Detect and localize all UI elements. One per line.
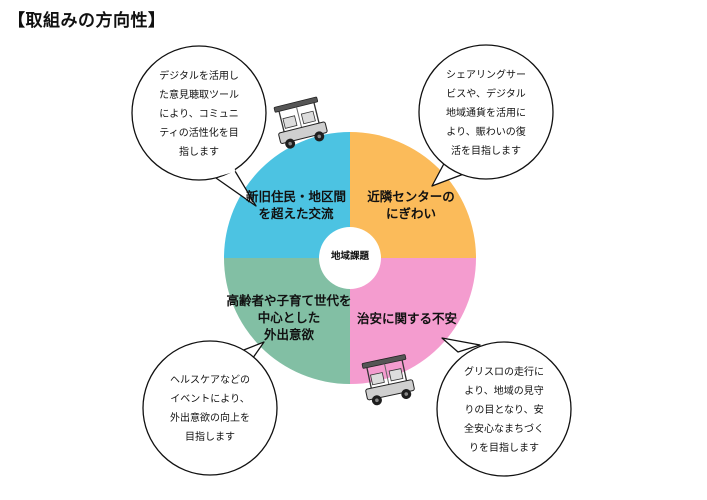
- quadrant-label-line: にぎわい: [385, 206, 436, 221]
- bubble-line: 全安心なまちづく: [464, 424, 544, 435]
- quadrant-label-bottom-right: 治安に関する不安: [352, 310, 462, 327]
- quadrant-label-line: を超えた交流: [258, 206, 334, 221]
- bubble-line: 目指します: [185, 432, 235, 443]
- quadrant-top-right: [350, 132, 476, 258]
- bubble-text-top-right: シェアリングサー ビスや、デジタル 地域通貨を活用に より、賑わいの復 活を目指…: [426, 66, 546, 161]
- quadrant-label-line: 高齢者や子育て世代を: [226, 293, 352, 308]
- bubble-line: グリスロの走行に: [464, 367, 544, 378]
- bubble-line: より、賑わいの復: [446, 127, 526, 138]
- speech-bubble-bottom-left: [142, 340, 278, 476]
- bubble-text-bottom-left: ヘルスケアなどの イベントにより、 外出意欲の向上を 目指します: [150, 371, 270, 447]
- bubble-line: 指します: [179, 147, 219, 158]
- bubble-line: イベントにより、: [170, 394, 250, 405]
- bubble-line: により、コミュニ: [159, 109, 239, 120]
- quadrant-top-left: [224, 132, 350, 258]
- bubble-line: た意見聴取ツール: [159, 90, 239, 101]
- quadrant-label-line: 新旧住民・地区間: [245, 189, 346, 204]
- bubble-line: 活を目指します: [451, 146, 521, 157]
- bubble-line: より、地域の見守: [464, 386, 544, 397]
- quadrant-label-bottom-left: 高齢者や子育て世代を 中心とした 外出意欲: [224, 292, 354, 343]
- page-title: 【取組みの方向性】: [8, 11, 166, 31]
- quadrant-label-line: 治安に関する不安: [356, 311, 457, 326]
- bubble-text-top-left: デジタルを活用し た意見聴取ツール により、コミュニ ティの活性化を目 指します: [139, 67, 259, 162]
- bubble-line: りの目となり、安: [464, 405, 544, 416]
- bubble-line: りを目指します: [469, 443, 539, 454]
- bubble-line: ティの活性化を目: [159, 128, 239, 139]
- bubble-text-bottom-right: グリスロの走行に より、地域の見守 りの目となり、安 全安心なまちづく りを目指…: [444, 363, 564, 458]
- bubble-line: 外出意欲の向上を: [170, 413, 250, 424]
- golf-cart-icon: [361, 354, 415, 406]
- bubble-line: シェアリングサー: [446, 70, 526, 81]
- quadrant-label-line: 外出意欲: [263, 327, 314, 342]
- center-label: 地域課題: [330, 251, 369, 262]
- golf-cart-icon: [273, 96, 328, 149]
- quadrant-label-top-right: 近隣センターの にぎわい: [352, 188, 470, 222]
- quadrant-label-line: 中心とした: [257, 310, 321, 325]
- speech-bubble-top-left: [131, 45, 267, 207]
- speech-bubble-top-right: [418, 44, 554, 187]
- bubble-line: 地域通貨を活用に: [446, 108, 526, 119]
- bubble-line: ビスや、デジタル: [446, 89, 526, 100]
- bubble-line: デジタルを活用し: [159, 71, 239, 82]
- center-circle: [319, 227, 381, 289]
- quadrant-label-line: 近隣センターの: [367, 189, 455, 204]
- bubble-line: ヘルスケアなどの: [170, 375, 250, 386]
- quadrant-bottom-left: [224, 258, 350, 384]
- quadrant-bottom-right: [350, 258, 476, 384]
- quadrant-label-top-left: 新旧住民・地区間 を超えた交流: [240, 188, 352, 222]
- speech-bubble-bottom-right: [436, 337, 572, 477]
